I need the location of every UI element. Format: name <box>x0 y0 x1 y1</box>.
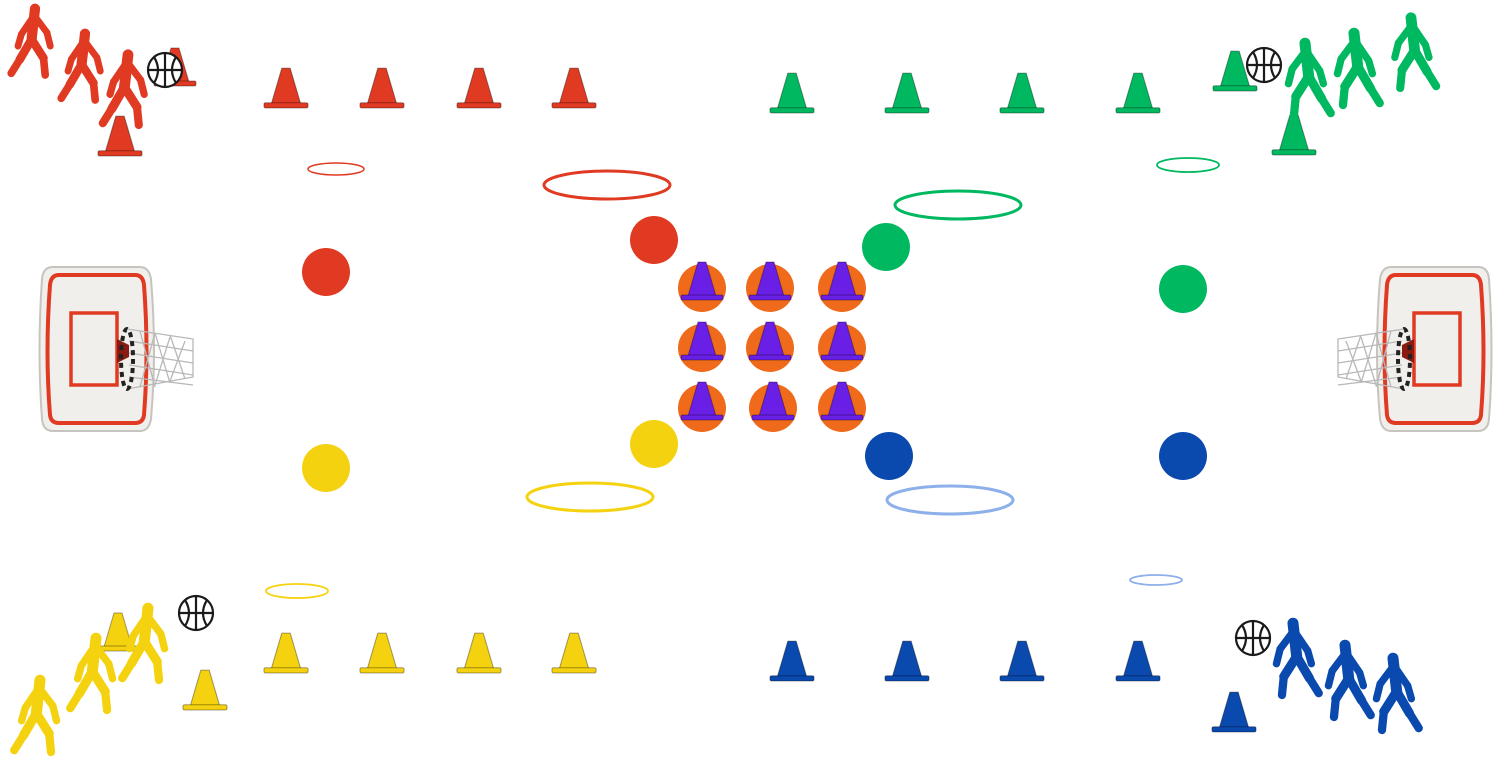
red-cone-icon <box>264 68 308 108</box>
green-cone-icon <box>885 73 929 113</box>
basketball-icon <box>1236 621 1270 655</box>
green-cone-icon <box>1272 115 1316 155</box>
yellow-player-icon <box>14 661 56 752</box>
yellow-player-icon <box>70 619 112 710</box>
blue-player-icon <box>1276 604 1318 695</box>
large-yellow-hoop-icon <box>527 483 653 511</box>
red-cone-icon <box>360 68 404 108</box>
small-blue-hoop-icon <box>1130 575 1182 585</box>
large-red-hoop-icon <box>544 171 670 199</box>
basketball-icon <box>148 53 182 87</box>
small-yellow-hoop-icon <box>266 584 328 598</box>
blue-cone-icon <box>1000 641 1044 681</box>
basketball-icon <box>1247 48 1281 82</box>
large-green-hoop-icon <box>895 191 1021 219</box>
blue-cone-icon <box>1116 641 1160 681</box>
yellow-cone-icon <box>183 670 227 710</box>
red-player-icon <box>11 0 50 75</box>
green-player-icon <box>1395 0 1436 88</box>
yellow-cone-icon <box>360 633 404 673</box>
small-green-hoop-icon <box>1157 158 1219 172</box>
basketball-hoop-left-icon <box>40 267 194 431</box>
green-cone-icon <box>1116 73 1160 113</box>
blue-player-icon <box>1376 639 1418 730</box>
green-player-icon <box>1337 14 1379 105</box>
green-spot-marker-icon <box>862 223 910 271</box>
yellow-cone-icon <box>264 633 308 673</box>
blue-player-icon <box>1328 626 1370 717</box>
basketball-hoop-right-icon <box>1338 267 1492 431</box>
small-red-hoop-icon <box>308 163 364 175</box>
yellow-cone-icon <box>457 633 501 673</box>
yellow-spot-marker-icon <box>302 444 350 492</box>
yellow-cone-icon <box>552 633 596 673</box>
green-player-icon <box>1288 24 1330 115</box>
green-cone-icon <box>1000 73 1044 113</box>
red-player-icon <box>61 16 100 100</box>
blue-spot-marker-icon <box>865 432 913 480</box>
blue-cone-icon <box>770 641 814 681</box>
red-cone-icon <box>552 68 596 108</box>
green-spot-marker-icon <box>1159 265 1207 313</box>
large-blue-hoop-icon <box>887 486 1013 514</box>
blue-cone-icon <box>1212 692 1256 732</box>
green-cone-icon <box>770 73 814 113</box>
red-spot-marker-icon <box>302 248 350 296</box>
blue-cone-icon <box>885 641 929 681</box>
yellow-spot-marker-icon <box>630 420 678 468</box>
red-player-icon <box>103 36 144 125</box>
red-spot-marker-icon <box>630 216 678 264</box>
red-cone-icon <box>457 68 501 108</box>
blue-spot-marker-icon <box>1159 432 1207 480</box>
basketball-icon <box>179 596 213 630</box>
